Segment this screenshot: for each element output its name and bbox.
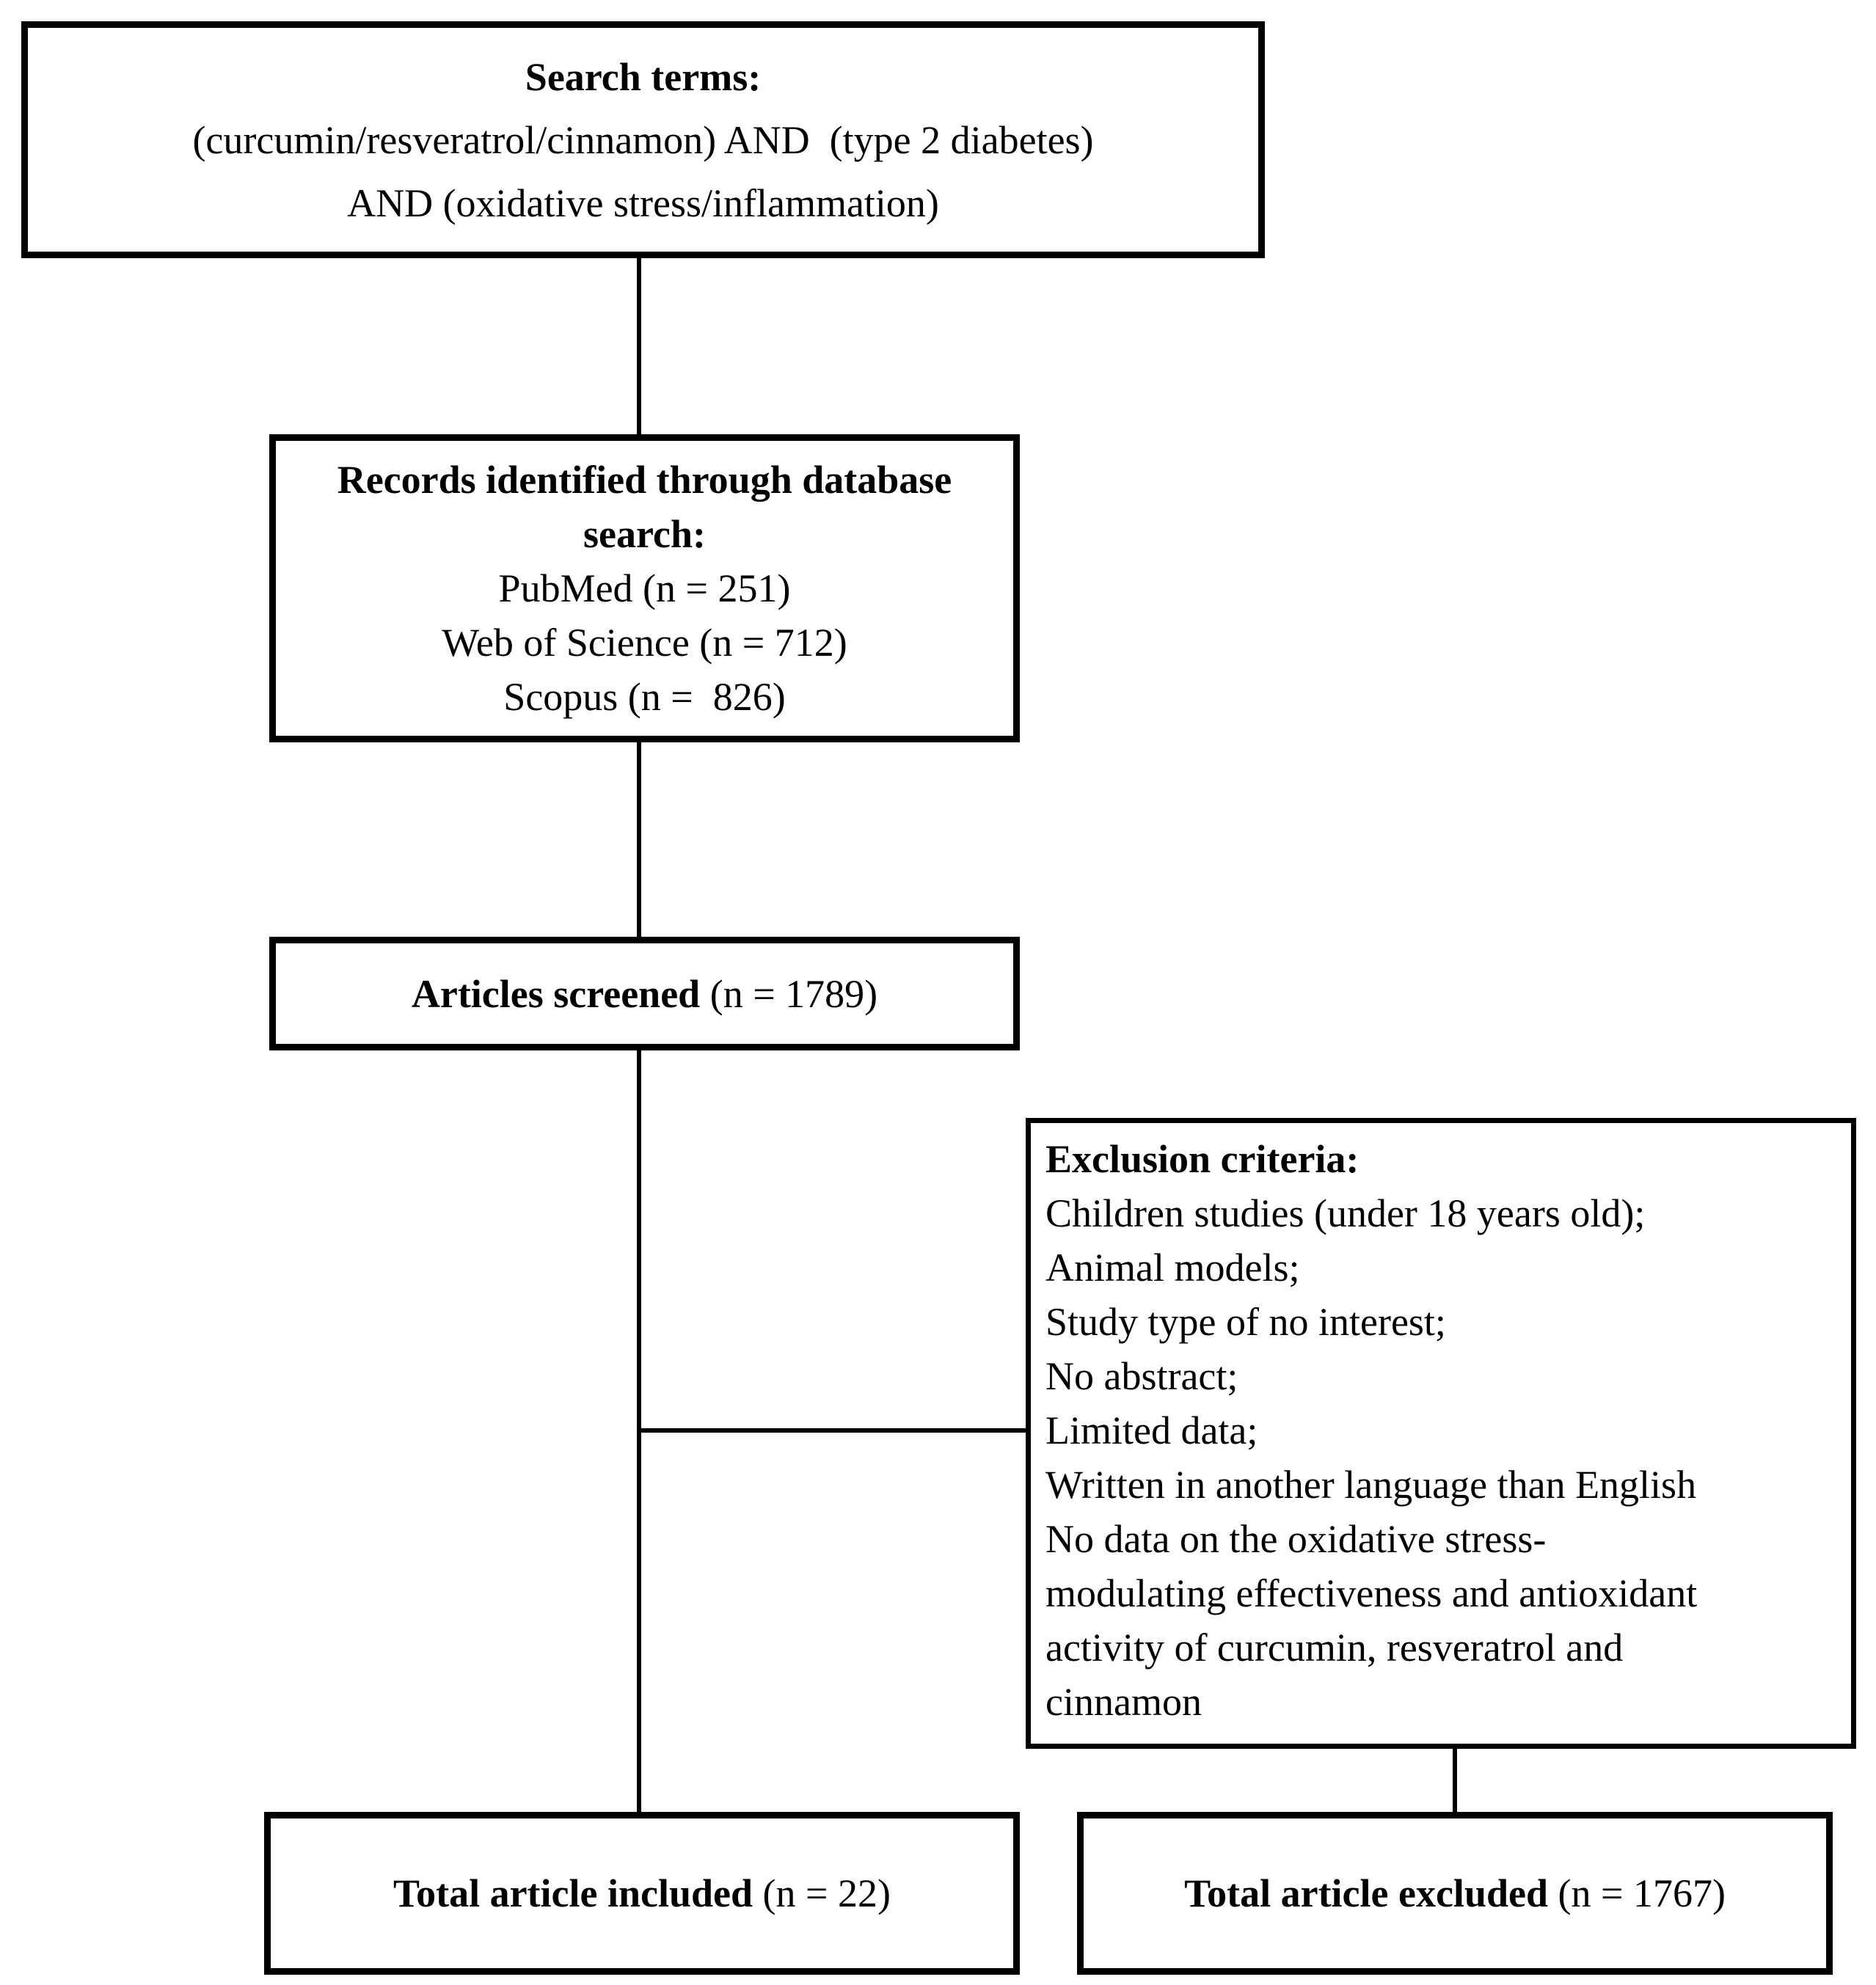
- exclusion-criterion-limited-data: Limited data;: [1045, 1408, 1258, 1452]
- exclusion-criterion-no-data-1: No data on the oxidative stress-: [1045, 1517, 1547, 1561]
- connector-search-to-records: [637, 258, 641, 434]
- records-title-line-1: Records identified through database: [337, 458, 952, 502]
- articles-screened-label: Articles screened (n = 1789): [276, 972, 1013, 1016]
- connector-branch-to-exclusion: [639, 1428, 1026, 1433]
- exclusion-criterion-no-data-3: activity of curcumin, resveratrol and: [1045, 1626, 1624, 1670]
- articles-screened-box: Articles screened (n = 1789): [269, 937, 1020, 1050]
- exclusion-criterion-language: Written in another language than English: [1045, 1463, 1697, 1507]
- total-excluded-box: Total article excluded (n = 1767): [1077, 1812, 1833, 1975]
- connector-exclusion-to-excluded: [1453, 1749, 1457, 1812]
- total-excluded-label-bold: Total article excluded: [1184, 1871, 1549, 1915]
- total-included-label: Total article included (n = 22): [271, 1871, 1013, 1915]
- search-terms-box: Search terms: (curcumin/resveratrol/cinn…: [21, 21, 1265, 258]
- records-source-pubmed: PubMed (n = 251): [498, 566, 791, 610]
- search-terms-title: Search terms:: [525, 54, 762, 99]
- records-source-web-of-science: Web of Science (n = 712): [442, 621, 847, 665]
- search-terms-line-2: AND (oxidative stress/inflammation): [347, 180, 939, 225]
- records-title-line-2: search:: [583, 512, 706, 556]
- total-excluded-label: Total article excluded (n = 1767): [1084, 1871, 1826, 1915]
- connector-records-to-screened: [637, 742, 641, 937]
- exclusion-criterion-children: Children studies (under 18 years old);: [1045, 1191, 1646, 1235]
- search-terms-line-1: (curcumin/resveratrol/cinnamon) AND (typ…: [192, 117, 1094, 162]
- exclusion-title: Exclusion criteria:: [1045, 1137, 1359, 1181]
- exclusion-criterion-study-type: Study type of no interest;: [1045, 1300, 1446, 1344]
- articles-screened-count: (n = 1789): [700, 971, 878, 1016]
- records-source-scopus: Scopus (n = 826): [503, 675, 786, 719]
- exclusion-criteria-box: Exclusion criteria: Children studies (un…: [1026, 1118, 1856, 1749]
- records-identified-box: Records identified through database sear…: [269, 434, 1020, 742]
- total-included-box: Total article included (n = 22): [264, 1812, 1020, 1975]
- total-included-label-bold: Total article included: [393, 1871, 753, 1915]
- exclusion-criterion-animal: Animal models;: [1045, 1246, 1300, 1290]
- exclusion-criterion-no-abstract: No abstract;: [1045, 1354, 1238, 1398]
- exclusion-criterion-no-data-2: modulating effectiveness and antioxidant: [1045, 1571, 1698, 1615]
- articles-screened-label-bold: Articles screened: [411, 971, 701, 1016]
- total-included-count: (n = 22): [753, 1871, 891, 1915]
- total-excluded-count: (n = 1767): [1548, 1871, 1726, 1915]
- exclusion-criterion-no-data-4: cinnamon: [1045, 1680, 1202, 1724]
